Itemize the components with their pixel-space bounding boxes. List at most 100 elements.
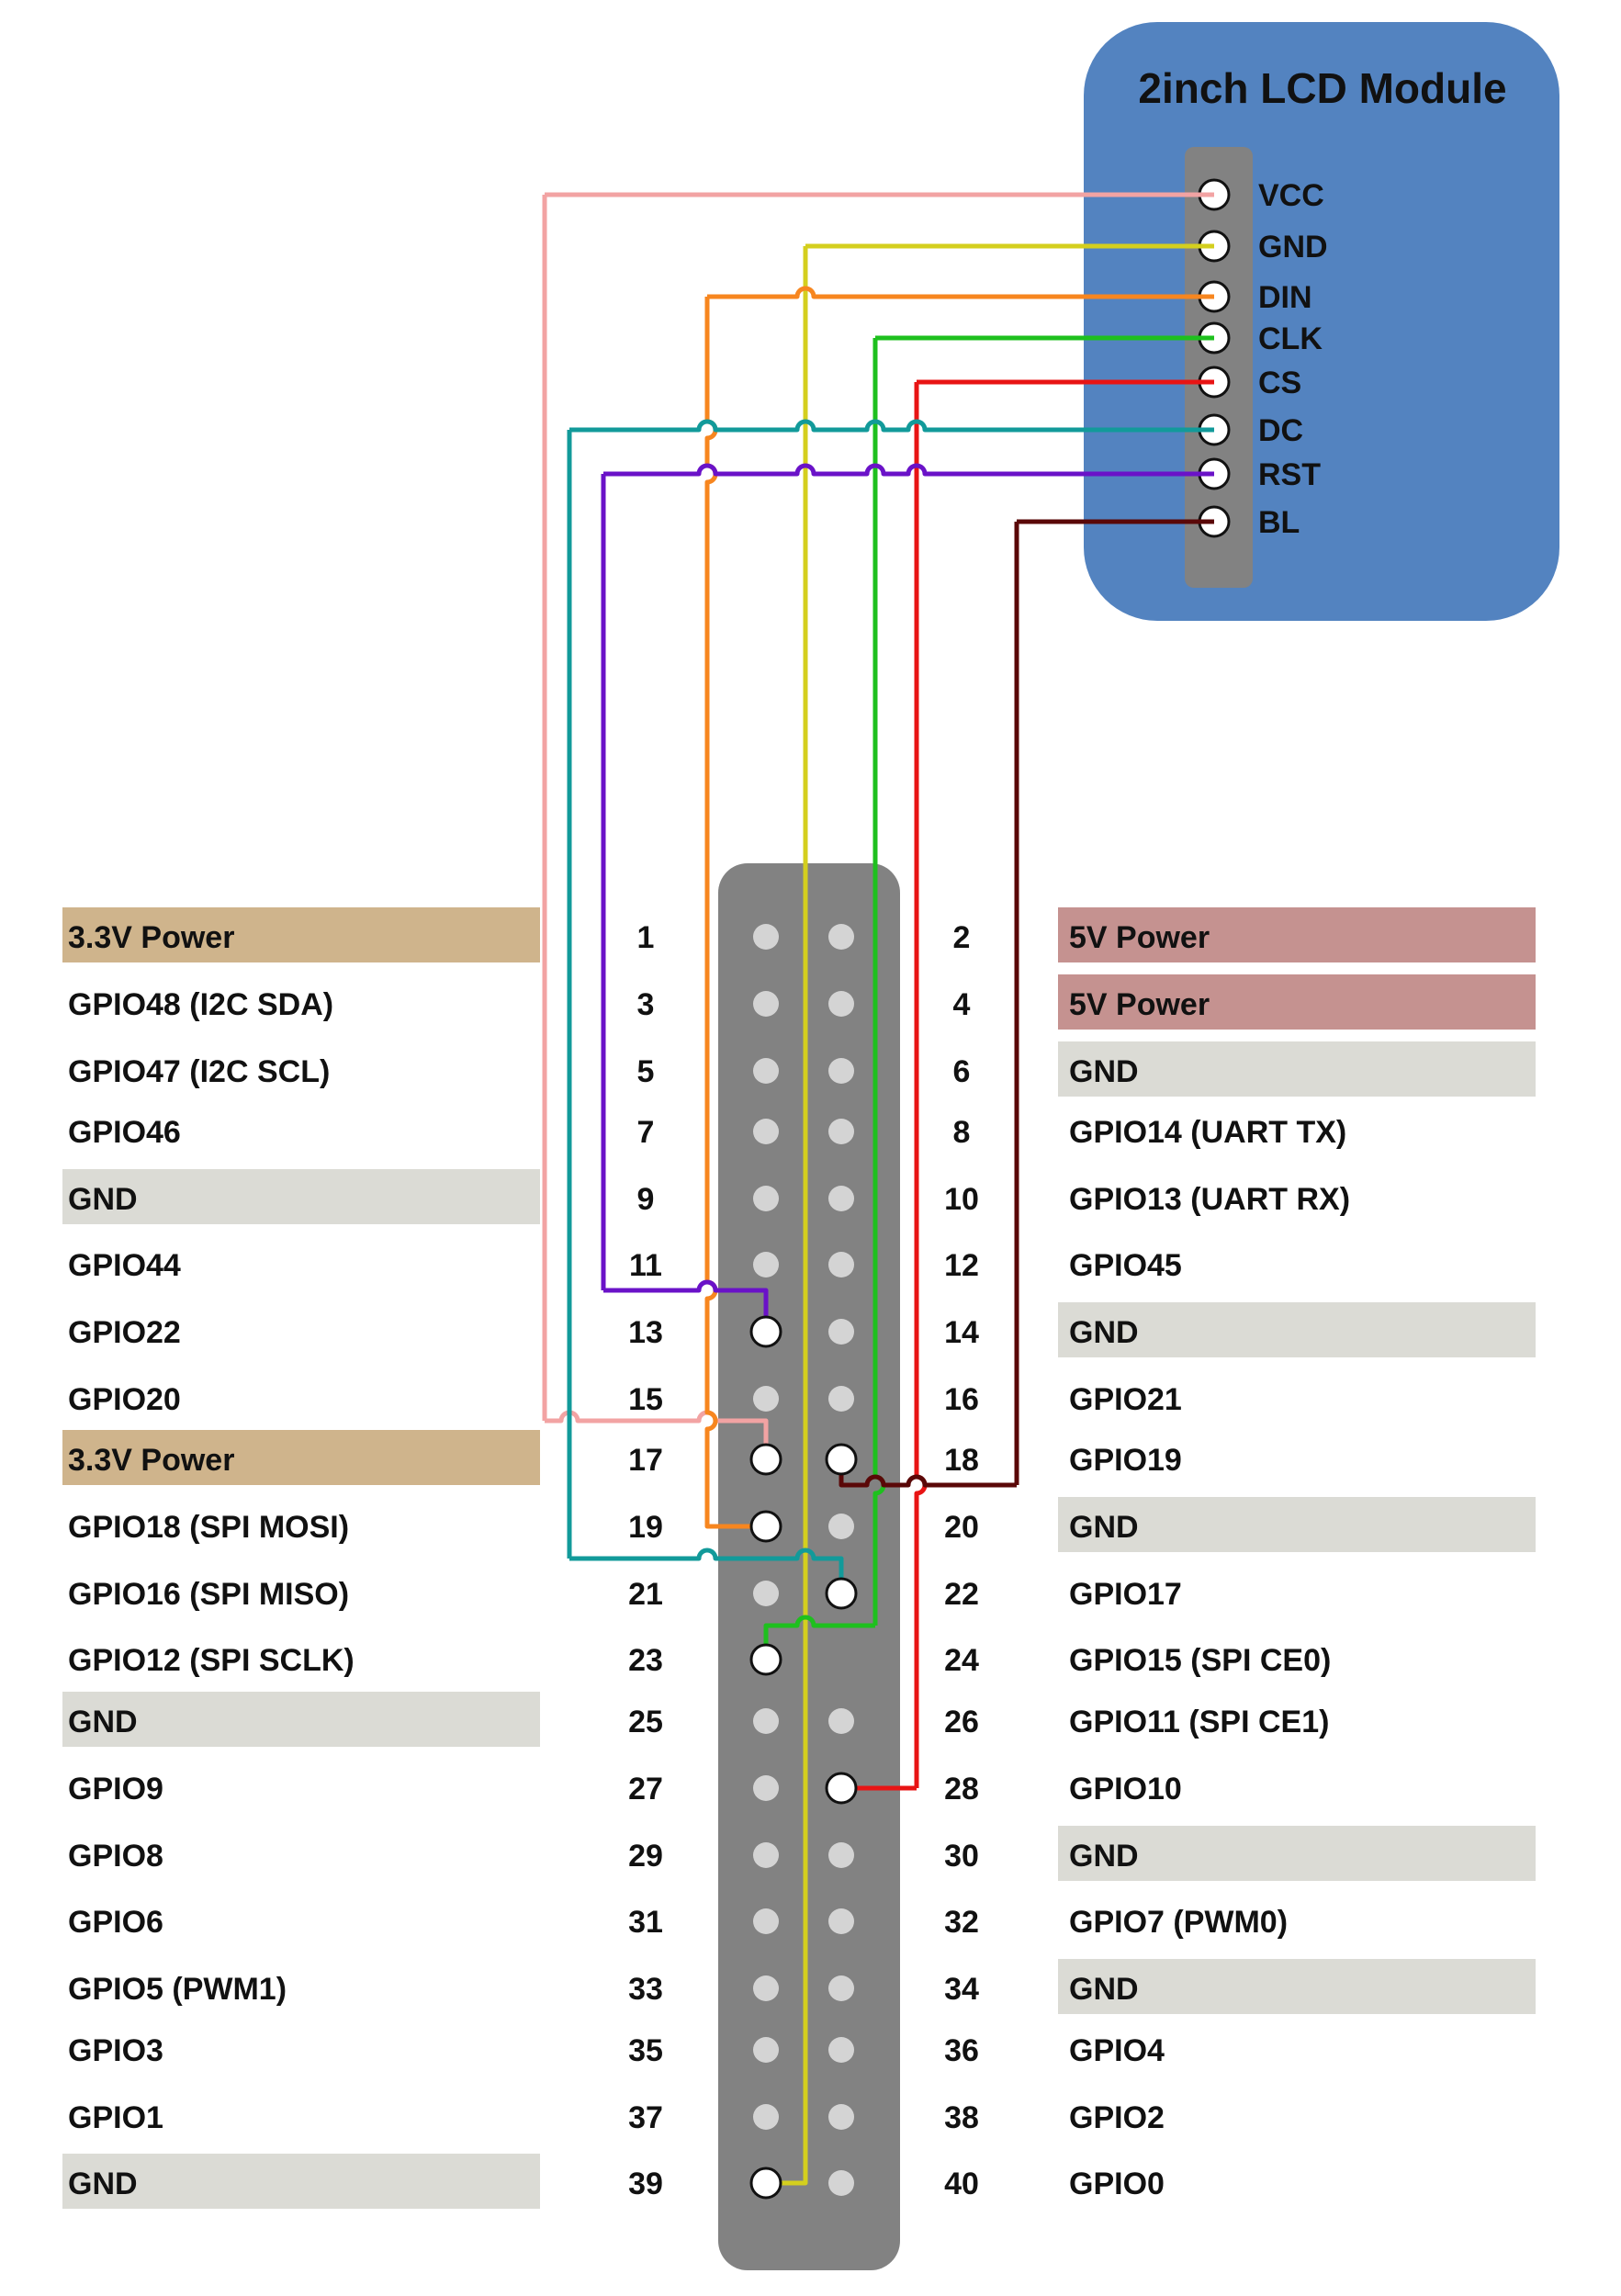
right-pin-label: 5V Power [1069,920,1210,955]
right-pin-number: 34 [944,1972,979,2007]
bl-wire [839,1459,1017,1488]
right-pin-number: 28 [944,1772,979,1806]
left-pin-label: GPIO18 (SPI MOSI) [68,1510,349,1545]
header-pin [753,1386,779,1412]
right-pin-label: GPIO11 (SPI CE1) [1069,1705,1329,1739]
header-pin [753,1186,779,1211]
header-pin [828,2170,854,2196]
left-pin-number: 37 [628,2100,663,2135]
left-pin-label: GND [68,1705,138,1739]
right-pin-label: GND [1069,1315,1139,1350]
left-pin-label: GPIO47 (I2C SCL) [68,1054,330,1089]
pin-label-bg [1058,1041,1536,1097]
right-pin-label: GPIO0 [1069,2167,1165,2201]
header-pin [828,1386,854,1412]
header-pin [828,1708,854,1734]
din-wire [707,286,1214,299]
left-pin-label: 3.3V Power [68,1443,234,1478]
left-pin-number: 31 [628,1905,663,1940]
right-pin-label: GPIO7 (PWM0) [1069,1905,1288,1940]
pin-label-bg [1058,1826,1536,1881]
header-pin [753,1119,779,1144]
lcd-module-title: 2inch LCD Module [1138,64,1506,112]
header-pin-connected [749,1443,782,1476]
lcd-pin-label: VCC [1258,178,1324,213]
header-pin [753,2104,779,2130]
left-pin-label: GND [68,1182,138,1217]
pin-label-bg [62,1692,540,1747]
left-pin-label: 3.3V Power [68,920,234,955]
rst-wire [603,463,1214,477]
right-pin-number: 4 [953,987,971,1022]
header-pin [828,2104,854,2130]
header-pin [753,1708,779,1734]
right-pin-label: GPIO2 [1069,2100,1165,2135]
header-pin-connected [825,1443,858,1476]
left-pin-label: GPIO1 [68,2100,163,2135]
header-pin [828,2037,854,2063]
left-pin-number: 23 [628,1643,663,1678]
right-pin-label: GND [1069,1054,1139,1089]
header-pin [828,1119,854,1144]
right-pin-label: GND [1069,1972,1139,2007]
left-pin-label: GPIO20 [68,1382,181,1417]
left-pin-label: GPIO3 [68,2033,163,2068]
right-pin-number: 6 [953,1054,971,1089]
right-pin-number: 2 [953,920,971,955]
pin-label-bg [1058,974,1536,1030]
pin-label-bg [62,1169,540,1224]
header-pin [828,1842,854,1868]
left-pin-number: 39 [628,2167,663,2201]
pin-label-bg [62,1430,540,1485]
left-pin-label: GPIO9 [68,1772,163,1806]
lcd-pin-label: DIN [1258,280,1312,315]
lcd-pin-label: BL [1258,505,1300,540]
left-pin-number: 33 [628,1972,663,2007]
right-pin-label: GPIO17 [1069,1577,1182,1612]
header-pin [753,2037,779,2063]
header-pin [828,1058,854,1084]
right-pin-label: GPIO19 [1069,1443,1182,1478]
right-pin-label: GPIO10 [1069,1772,1182,1806]
right-pin-label: GPIO13 (UART RX) [1069,1182,1350,1217]
header-pin [828,1252,854,1277]
right-pin-number: 18 [944,1443,979,1478]
header-pin-group [753,924,854,2196]
left-pin-number: 1 [637,920,655,955]
right-pin-number: 26 [944,1705,979,1739]
right-pin-number: 12 [944,1248,979,1283]
left-pin-number: 25 [628,1705,663,1739]
left-pin-number: 7 [637,1115,655,1150]
pin-label-bg [62,2154,540,2209]
right-pin-number: 32 [944,1905,979,1940]
rst-wire [603,1279,769,1332]
pin-row: 3.3V Power 5V Power 1 2 [62,907,1536,962]
header-pin [828,1514,854,1539]
right-pin-label: GND [1069,1510,1139,1545]
left-pin-number: 13 [628,1315,663,1350]
pin-label-bg [1058,1302,1536,1357]
header-pin [828,1319,854,1345]
right-pin-label: GPIO14 (UART TX) [1069,1115,1346,1150]
lcd-pin-label: DC [1258,413,1303,448]
right-pin-number: 22 [944,1577,979,1612]
right-pin-number: 36 [944,2033,979,2068]
left-pin-label: GND [68,2167,138,2201]
left-pin-label: GPIO16 (SPI MISO) [68,1577,349,1612]
pin-row: GPIO6 GPIO7 (PWM0) 31 32 [68,1905,1288,1940]
left-pin-label: GPIO6 [68,1905,163,1940]
